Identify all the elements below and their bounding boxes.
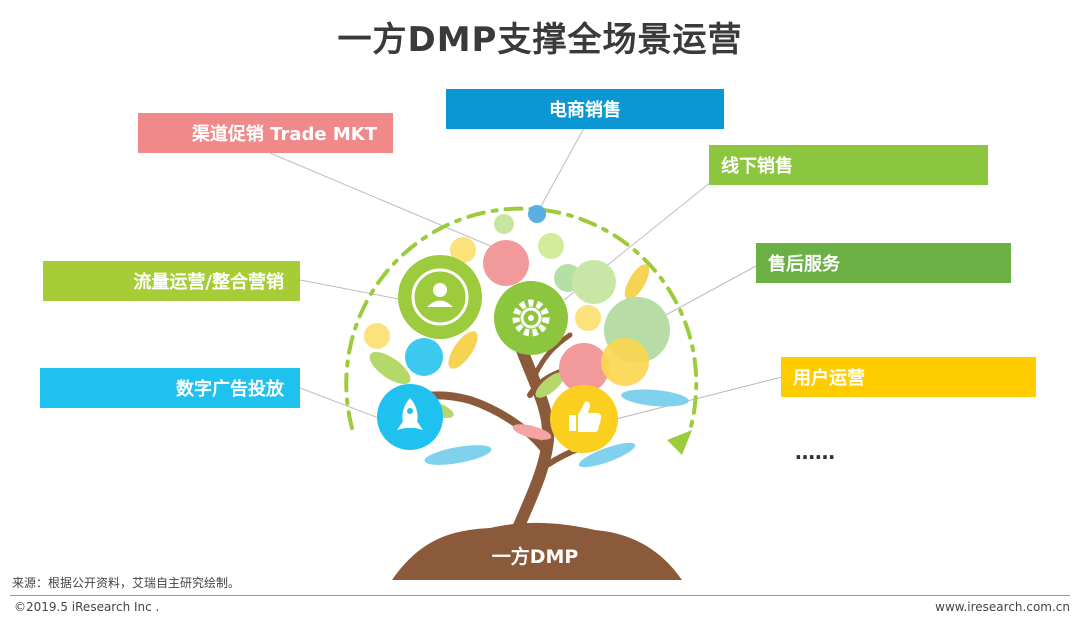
footer-divider — [10, 595, 1070, 596]
bubble — [559, 343, 609, 393]
box-user-ops: 用户运营 — [781, 357, 1036, 397]
box-channel-promotion: 渠道促销 Trade MKT — [138, 113, 393, 153]
box-digital-ads: 数字广告投放 — [40, 368, 300, 408]
connector-channel — [269, 152, 501, 251]
connector-digital-ads — [299, 387, 385, 421]
box-after-sales: 售后服务 — [756, 243, 1011, 283]
box-traffic-marketing: 流量运营/整合营销 — [43, 261, 300, 301]
website-link[interactable]: www.iresearch.com.cn — [935, 600, 1070, 614]
root-label: 一方DMP — [491, 546, 579, 568]
connector-aftersales — [663, 265, 757, 317]
leaf — [512, 424, 552, 440]
bubble — [572, 260, 616, 304]
soil-mound — [392, 522, 682, 580]
bubble — [575, 305, 601, 331]
thumbs-up-icon — [550, 385, 618, 453]
leaf — [448, 331, 478, 369]
box-offline-sales: 线下销售 — [709, 145, 988, 185]
gear-icon — [494, 281, 568, 355]
source-note: 来源：根据公开资料，艾瑞自主研究绘制。 — [12, 576, 241, 590]
bubble — [601, 338, 649, 386]
connector-ecommerce — [539, 127, 585, 209]
bubble — [405, 338, 443, 376]
bubble — [450, 237, 476, 263]
box-ecommerce: 电商销售 — [446, 89, 724, 129]
user-icon — [398, 255, 482, 339]
bubble — [538, 233, 564, 259]
bubble — [364, 323, 390, 349]
leaf — [369, 351, 411, 385]
bubble — [528, 205, 546, 223]
copyright: ©2019.5 iResearch Inc . — [14, 600, 160, 614]
bubble — [483, 240, 529, 286]
bubbles — [364, 205, 670, 393]
leaf — [578, 442, 636, 468]
more-ellipsis: …… — [795, 440, 835, 464]
leaf — [424, 445, 492, 465]
rocket-icon — [377, 384, 443, 450]
leaf — [535, 372, 565, 398]
connector-traffic — [299, 279, 405, 301]
leaf — [621, 389, 689, 407]
bubble — [494, 214, 514, 234]
cycle-arc — [344, 206, 699, 432]
arc-arrowhead — [667, 430, 692, 455]
leaf — [624, 264, 650, 300]
page-title: 一方DMP支撑全场景运营 — [337, 20, 743, 60]
